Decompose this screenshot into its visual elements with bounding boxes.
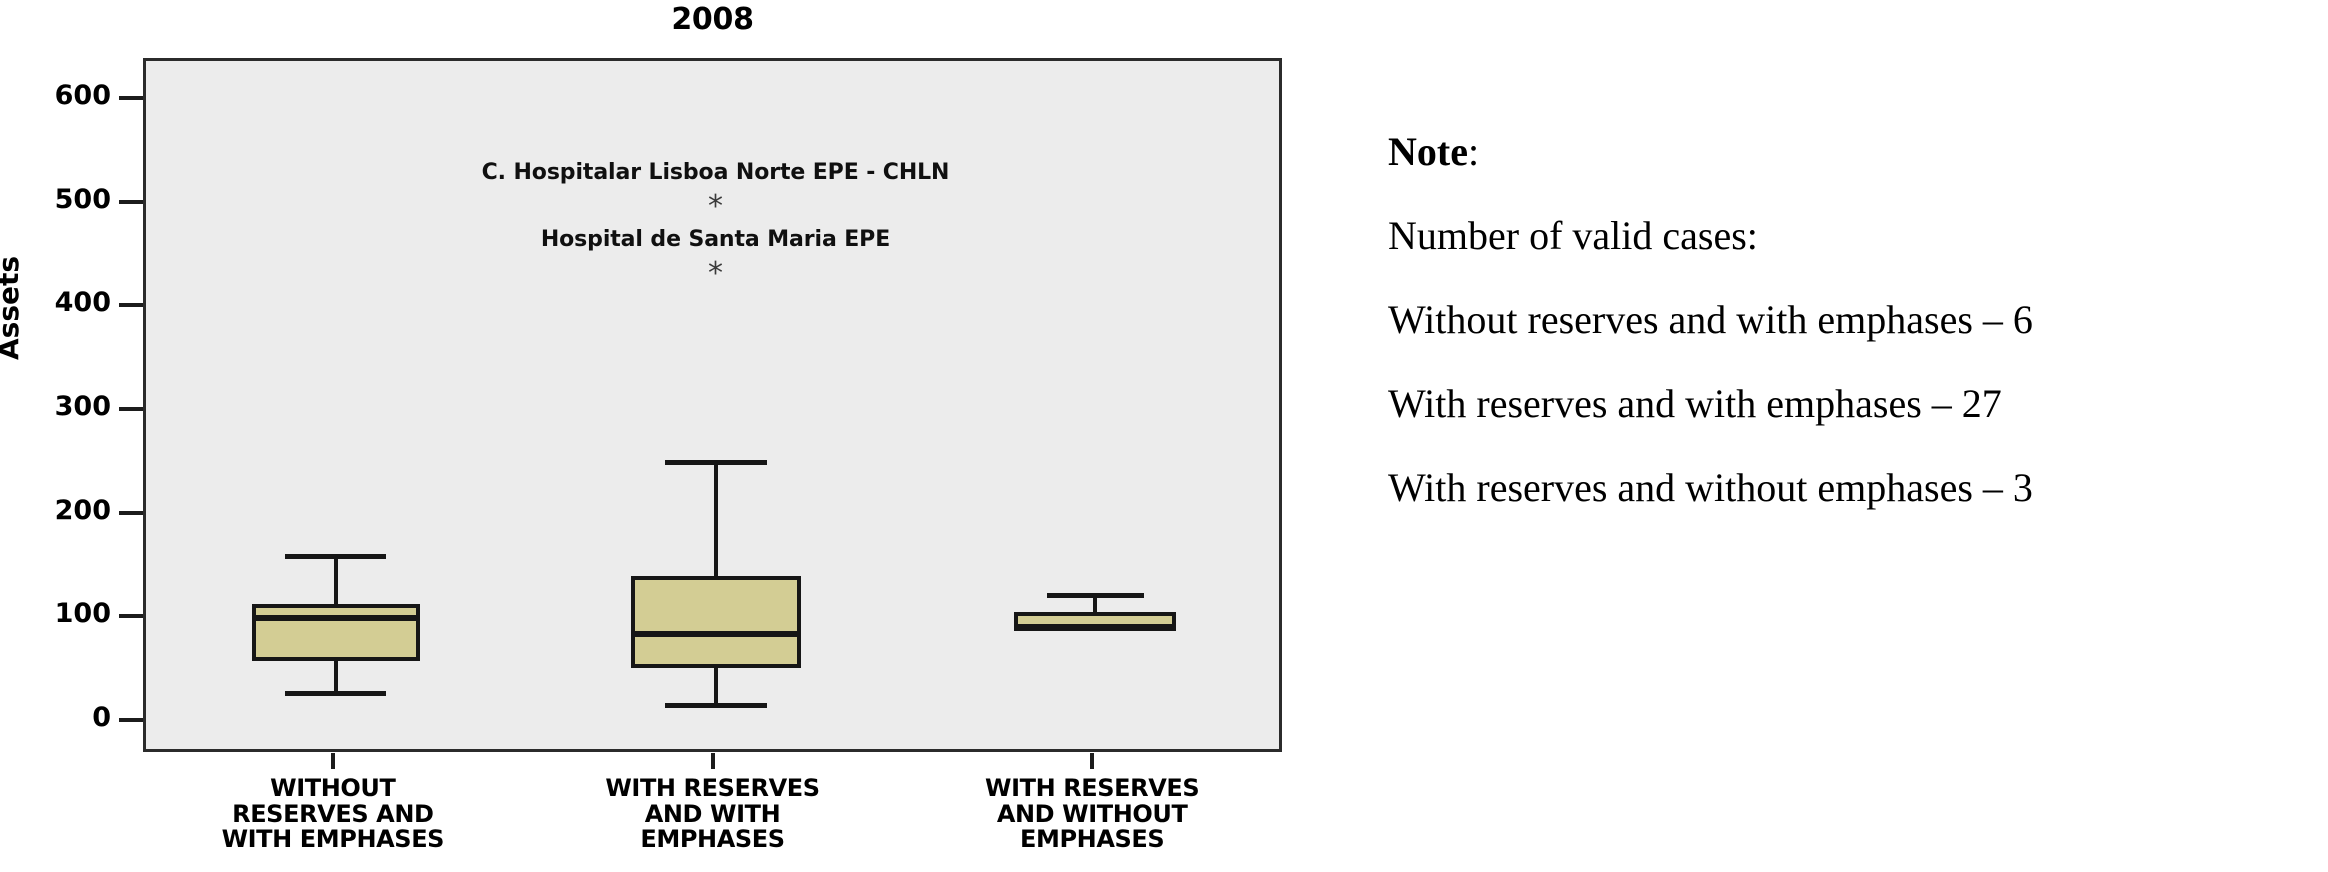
boxplot-chart: 2008 Assets 0 100 200 300 400 500 600 * C. Hosp…: [0, 2, 1282, 854]
y-axis-tick-label: 100: [54, 598, 111, 630]
y-axis-tick-mark: [119, 510, 143, 515]
x-axis-tick-mark-0: [330, 753, 335, 769]
y-axis-tick-label: 0: [92, 702, 111, 733]
note-heading: Note:: [1388, 132, 2318, 172]
x-axis-label-line: AND WITHOUT: [996, 799, 1188, 828]
note-line-without-reserves-with-emphases: Without reserves and with emphases – 6: [1388, 297, 2033, 342]
x-axis-label-line: RESERVES AND: [232, 799, 434, 828]
whisker-lower-cap: [285, 690, 387, 696]
note-block: Note: Number of valid cases: Without res…: [1388, 132, 2318, 552]
y-axis-tick-label: 400: [54, 287, 111, 319]
outlier-marker-1: *: [708, 256, 723, 292]
x-axis-tick-mark-1: [710, 753, 715, 769]
whisker-lower-line: [713, 668, 718, 704]
whisker-lower-line: [333, 660, 338, 691]
note-heading-text: Note: [1388, 129, 1468, 174]
y-axis-tick-mark: [119, 614, 143, 619]
whisker-upper-line: [713, 459, 718, 576]
y-axis-title: Assets: [0, 255, 25, 360]
y-axis-tick-label: 600: [54, 80, 111, 111]
whisker-upper-cap: [1046, 593, 1144, 599]
y-axis-tick-label: 500: [54, 183, 111, 215]
outlier-marker-0: *: [708, 188, 723, 224]
boxplot-1: [146, 61, 1279, 749]
x-axis-label-line: WITH RESERVES: [985, 774, 1200, 802]
y-axis-tick-mark: [119, 96, 143, 100]
note-heading-colon: :: [1467, 129, 1480, 174]
x-axis-label-line: EMPHASES: [640, 825, 785, 854]
median-line: [1014, 624, 1177, 631]
x-axis-tick-mark-2: [1090, 753, 1095, 769]
x-axis-label-line: WITH EMPHASES: [221, 825, 445, 854]
note-line-with-reserves-with-emphases: With reserves and with emphases – 27: [1388, 381, 2002, 426]
note-line-valid-cases: Number of valid cases:: [1388, 213, 1758, 258]
x-axis-label-line: AND WITH: [644, 799, 781, 828]
x-axis-label-line: EMPHASES: [1020, 825, 1165, 854]
box-iqr: [630, 575, 801, 669]
whisker-upper-cap: [285, 554, 387, 560]
outlier-label-0: C. Hospitalar Lisboa Norte EPE - CHLN: [481, 159, 950, 185]
boxplot-0: [146, 61, 1279, 749]
median-line: [251, 615, 420, 622]
y-axis-tick-mark: [119, 199, 143, 204]
whisker-upper-line: [333, 554, 338, 604]
plot-area: * C. Hospitalar Lisboa Norte EPE - CHLN * H…: [143, 58, 1282, 752]
boxplot-2: [146, 61, 1279, 749]
outlier-label-1: Hospital de Santa Maria EPE: [540, 227, 891, 253]
y-axis-tick-mark: [119, 407, 143, 411]
x-axis-label-line: WITHOUT: [270, 774, 396, 802]
y-axis-tick-mark: [119, 303, 143, 308]
whisker-lower-cap: [664, 703, 767, 709]
whisker-upper-cap: [664, 459, 767, 465]
y-axis-tick-mark: [119, 718, 143, 722]
y-axis-tick-label: 200: [54, 494, 111, 526]
chart-title: 2008: [671, 2, 754, 37]
y-axis-tick-label: 300: [54, 391, 111, 422]
box-iqr: [251, 603, 420, 661]
median-line: [630, 630, 801, 637]
whisker-upper-line: [1093, 593, 1098, 613]
note-line-with-reserves-without-emphases: With reserves and without emphases – 3: [1388, 465, 2033, 510]
x-axis-label-line: WITH RESERVES: [605, 774, 820, 802]
